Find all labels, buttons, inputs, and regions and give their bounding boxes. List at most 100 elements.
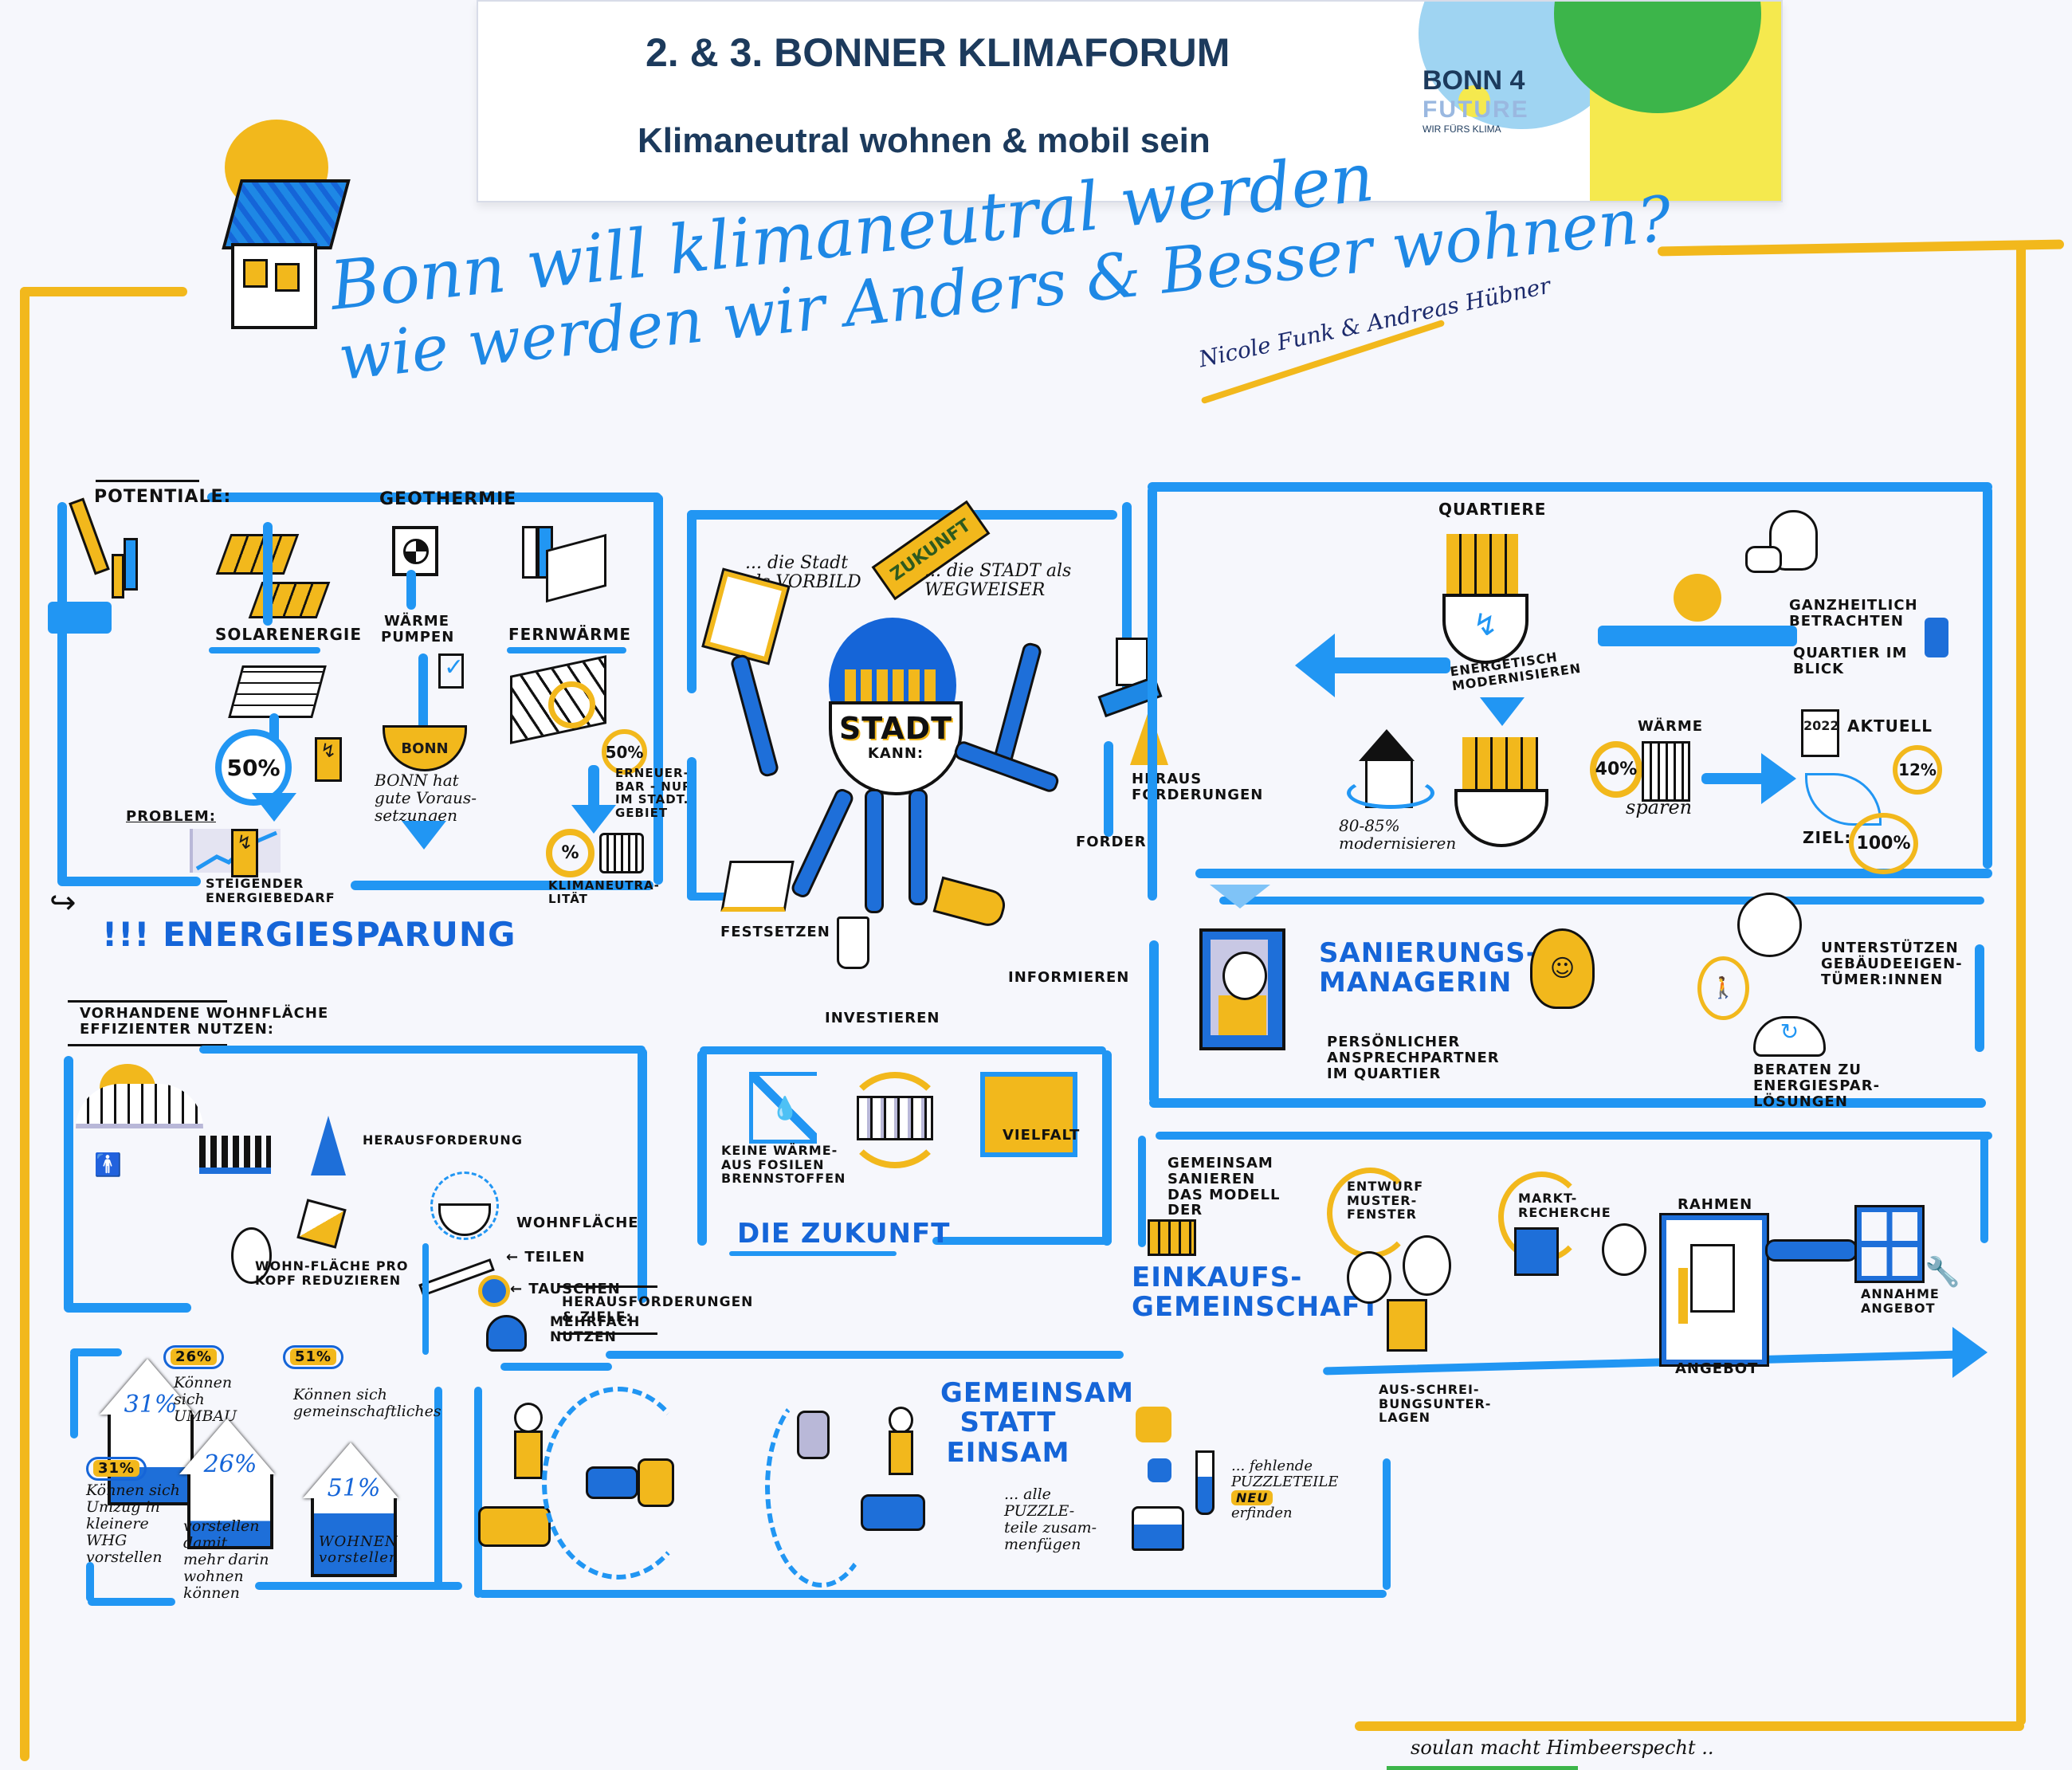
thought-cloud-icon bbox=[1737, 893, 1802, 957]
stadt-box-top bbox=[687, 510, 1117, 520]
klimaneutral-percent-icon: % bbox=[546, 829, 595, 877]
stat-3-tag: 51% bbox=[283, 1345, 344, 1369]
neu-highlight: NEU bbox=[1231, 1489, 1273, 1505]
ganzheitlich-label: GANZHEITLICH BETRACHTEN bbox=[1789, 597, 1918, 630]
quartier-sun-icon bbox=[1674, 574, 1721, 622]
informieren-label: INFORMIEREN bbox=[1008, 969, 1130, 986]
keine-waerme-label: KEINE WÄRME- aus FOSILEN BRENNSTOFFEN bbox=[721, 1143, 846, 1187]
quartier-bowl-icon: ↯ bbox=[1442, 594, 1528, 664]
heat-pump-icon bbox=[392, 526, 438, 576]
solar-percent-value: 50% bbox=[226, 754, 281, 781]
quartiere-label: QUARTIERE bbox=[1438, 500, 1547, 519]
wohnflaeche-box-top bbox=[199, 1046, 646, 1054]
ausschreibung-label: AUS-SCHREI-BUNGSUNTER-LAGEN bbox=[1379, 1382, 1492, 1426]
stat-2-text: vorstellen damit mehr darin wohnen könne… bbox=[183, 1517, 269, 1602]
wohnflaeche-box-left bbox=[64, 1056, 73, 1311]
frame-right bbox=[2016, 243, 2026, 1725]
dashed-loop-arrow bbox=[542, 1387, 695, 1580]
stadt-box-left2 bbox=[687, 757, 697, 901]
sparen-arrow-shaft bbox=[1701, 773, 1765, 784]
stats-box-top bbox=[70, 1348, 122, 1356]
quartiere-left-arrow-shaft bbox=[1331, 657, 1450, 673]
quartiere-right-band2 bbox=[1925, 618, 1948, 657]
stadt-arm-right-up bbox=[992, 641, 1043, 767]
marktrecherche-label: MARKT-RECHERCHE bbox=[1518, 1191, 1611, 1220]
stroller-icon bbox=[486, 1315, 527, 1352]
logo-line3: WIR FÜRS KLIMA bbox=[1423, 124, 1501, 135]
stats-box-left2 bbox=[86, 1562, 94, 1602]
einkauf-box-top bbox=[1156, 1132, 1992, 1140]
radiator-icon-3 bbox=[857, 1096, 933, 1140]
potentiale-box-right bbox=[653, 494, 663, 885]
home-bowl-icon bbox=[430, 1171, 499, 1240]
stadt-arm-left-up bbox=[729, 653, 780, 779]
stadt-leg-mid1 bbox=[865, 789, 884, 913]
pipes-yellow-ring bbox=[548, 681, 595, 728]
stat-1-text: Können sich Umzug in kleinere WHG vorste… bbox=[86, 1482, 180, 1566]
people-planning-icon bbox=[1339, 1235, 1466, 1355]
wohnflaeche-heading: VORHANDENE WOHNFLÄCHE EFFIZIENTER NUTZEN… bbox=[80, 1005, 329, 1038]
quartiere-box-left bbox=[1148, 486, 1157, 901]
gemeinsam-title: GEMEINSAM STATT EINSAM bbox=[940, 1377, 1134, 1469]
einkaufsgemeinschaft-title: EINKAUFS-GEMEINSCHAFT bbox=[1132, 1262, 1380, 1324]
handshake-icon bbox=[1765, 1239, 1858, 1262]
wohnflaeche-heading-overline bbox=[68, 1000, 227, 1003]
aktuell-label: AKTUELL bbox=[1847, 716, 1933, 736]
artist-credit: soulan macht Himbeerspecht .. bbox=[1411, 1737, 1714, 1759]
rahmen-label: RAHMEN bbox=[1678, 1196, 1753, 1213]
einkauf-box-right bbox=[1980, 1136, 1988, 1243]
lightning-box-icon: ↯ bbox=[315, 737, 342, 782]
bonn4future-logo: BONN 4 FUTURE WIR FÜRS KLIMA bbox=[1423, 65, 1528, 135]
puzzle-blue-floating bbox=[1148, 1458, 1171, 1482]
event-subtitle: Klimaneutral wohnen & mobil sein bbox=[638, 121, 1211, 160]
puzzle-piece-yellow-base bbox=[478, 1506, 551, 1547]
solar-roof-icon bbox=[228, 665, 327, 718]
ziel-label: ZIEL: bbox=[1803, 828, 1852, 847]
lab-flask-icon bbox=[1132, 1506, 1184, 1551]
fern-percent-value: 50% bbox=[605, 742, 644, 762]
stadt-label: STADT bbox=[838, 711, 953, 746]
stadt-bowl-icon: STADT KANN: bbox=[829, 701, 963, 795]
handshake-wings-icon: ↻ bbox=[1753, 1016, 1826, 1057]
quartiere-box-top bbox=[1148, 482, 1992, 492]
sparen-arrow-head bbox=[1761, 753, 1796, 804]
aktuell-percent-value: 12% bbox=[1898, 760, 1937, 779]
gemeinsam-heading-overline bbox=[558, 1285, 657, 1288]
test-tube-icon bbox=[1195, 1450, 1215, 1515]
zukunft-box-left bbox=[697, 1050, 707, 1246]
potentiale-box-top bbox=[207, 493, 661, 502]
computer-icon bbox=[1514, 1227, 1559, 1276]
puzzle-note: ... alle PUZZLE-teile zusam-menfügen bbox=[1004, 1485, 1097, 1553]
wohnflaeche-label: WOHNFLÄCHE bbox=[516, 1215, 639, 1231]
solarenergie-label: SOLARENERGIE bbox=[215, 625, 363, 644]
rockets-icon bbox=[48, 490, 151, 650]
stats-box-bottom2 bbox=[255, 1582, 462, 1590]
gemeinsam-box-top bbox=[500, 1363, 612, 1371]
ziel-percent-value: 100% bbox=[1856, 834, 1911, 854]
kann-label: KANN: bbox=[867, 744, 924, 762]
city-skyline-icon bbox=[845, 669, 940, 701]
event-title: 2. & 3. BONNER KLIMAFORUM bbox=[646, 30, 1230, 75]
sad-face-icon bbox=[231, 1227, 272, 1284]
house-stat-2-pct: 26% bbox=[203, 1450, 257, 1478]
bonn-bowl-icon: BONN bbox=[383, 725, 467, 771]
stadt-leg-left bbox=[789, 786, 856, 901]
die-zukunft-title: DIE ZUKUNFT bbox=[737, 1218, 951, 1250]
einkauf-arrow-head bbox=[1952, 1327, 1988, 1378]
entwurf-label: ENTWURF MUSTER-FENSTER bbox=[1347, 1179, 1424, 1223]
city-hill-icon bbox=[76, 1084, 203, 1128]
bonn-bowl-label: BONN bbox=[401, 740, 449, 757]
lightning-box-icon-2: ↯ bbox=[231, 829, 258, 877]
stats-box-bottom bbox=[88, 1598, 175, 1606]
fernwaerme-label: FERNWÄRME bbox=[508, 625, 632, 644]
stat-1-tag-value: 31% bbox=[93, 1460, 140, 1477]
energiesparung-title: !!! ENERGIESPARUNG bbox=[102, 915, 516, 954]
window-icon bbox=[1854, 1205, 1925, 1283]
gemeinsam-box-right bbox=[1383, 1458, 1391, 1590]
stats-box-left bbox=[70, 1351, 78, 1438]
modern-rotate-arrow bbox=[1347, 777, 1434, 809]
floor-plan-icon bbox=[296, 1199, 347, 1249]
solar-panel-icon-2 bbox=[248, 582, 331, 618]
solar-panel-icon bbox=[215, 534, 300, 575]
steigender-label: STEIGENDER ENERGIEBEDARF bbox=[206, 876, 336, 905]
